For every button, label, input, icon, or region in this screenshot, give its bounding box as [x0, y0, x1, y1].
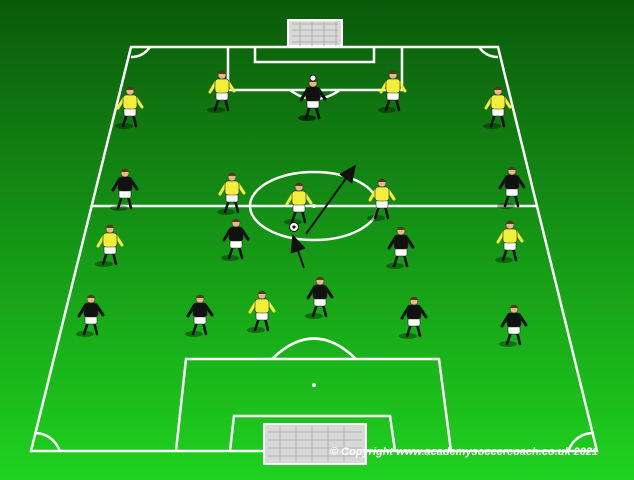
movement-arrows [290, 164, 357, 269]
yellow-player-8 [95, 224, 124, 267]
copyright-text: © Copyright www.academysoccercoach.co.uk… [330, 446, 599, 458]
soccer-ball [289, 222, 299, 232]
center-spot [312, 204, 316, 208]
yellow-player-1 [115, 86, 144, 129]
yellow-player-3 [378, 70, 407, 113]
bottom-penalty-arc [271, 337, 357, 360]
black-player-6 [185, 294, 214, 337]
black-player-2 [221, 218, 250, 261]
bottom-goal-area [228, 414, 397, 452]
black-player-11 [298, 78, 327, 121]
black-player-4 [497, 166, 526, 209]
corner-arc-bottom-right [566, 431, 595, 452]
players [76, 70, 528, 347]
pass-arrow [290, 234, 306, 269]
yellow-player-4 [483, 86, 512, 129]
yellow-player-7 [367, 178, 396, 221]
yellow-player-5 [217, 172, 246, 215]
top-goal-ball [309, 74, 317, 82]
top-goal-area [253, 47, 376, 64]
corner-arc-top-left [130, 46, 152, 59]
corner-arc-top-right [477, 46, 499, 59]
black-player-5 [76, 294, 105, 337]
touchline-outline [29, 45, 599, 453]
bottom-penalty-box [174, 357, 453, 452]
penalty-spot [312, 383, 316, 387]
yellow-player-2 [207, 70, 236, 113]
run-arrow [305, 164, 357, 235]
black-player-7 [305, 276, 334, 319]
bottom-goal [263, 423, 367, 465]
black-player-1 [110, 168, 139, 211]
yellow-player-10 [247, 290, 276, 333]
black-player-8 [399, 296, 428, 339]
yellow-player-9 [495, 220, 524, 263]
top-goal [287, 19, 343, 47]
yellow-player-6 [284, 182, 313, 225]
black-player-3 [386, 226, 415, 269]
black-player-9 [499, 304, 528, 347]
corner-arc-bottom-left [33, 431, 62, 452]
